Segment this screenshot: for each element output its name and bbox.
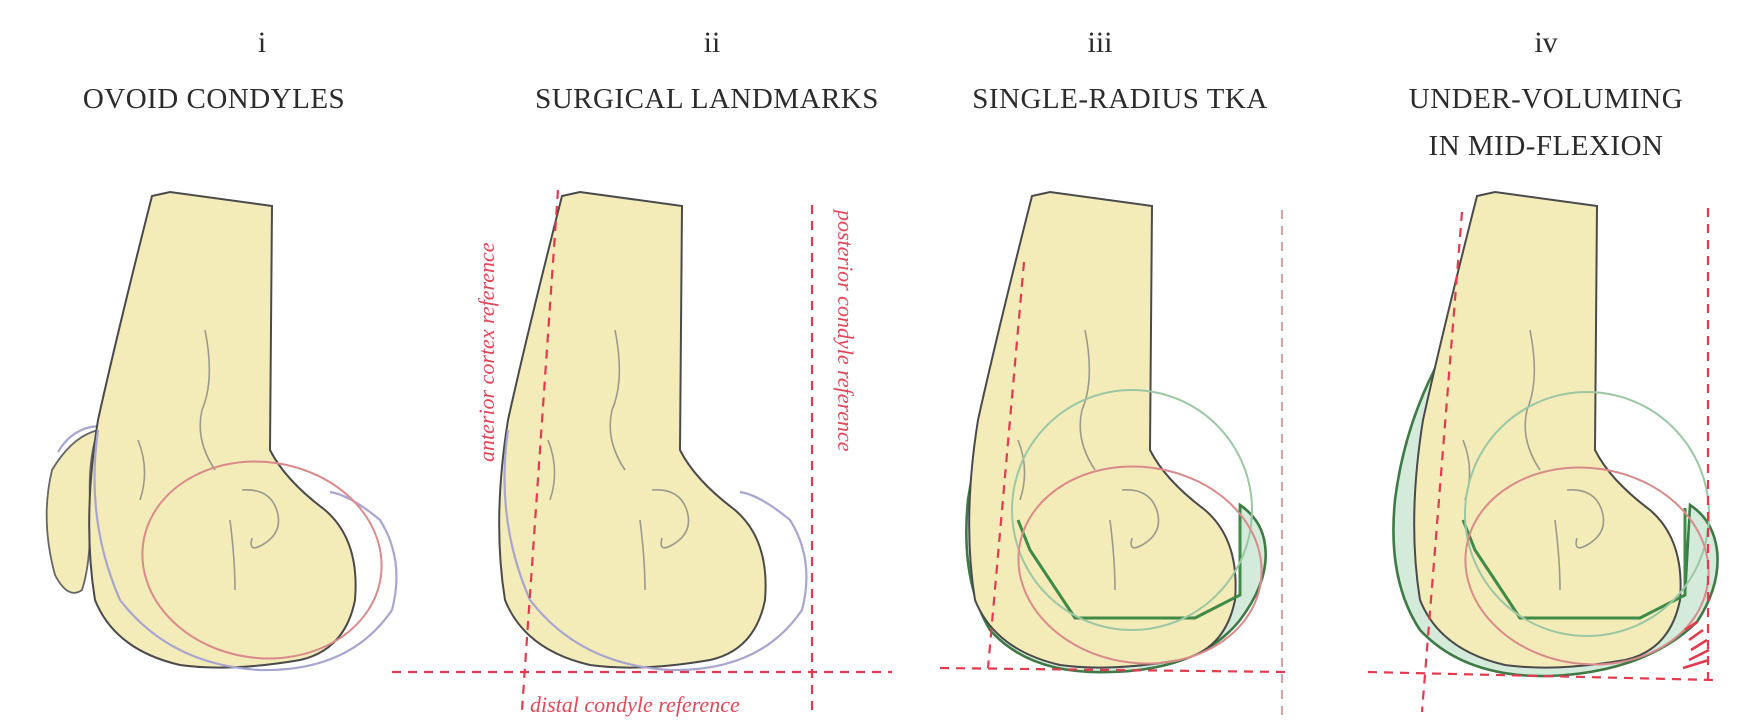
panel-iii-drawing — [966, 192, 1274, 679]
panel-iv-drawing — [1393, 192, 1721, 680]
panel-numeral: i — [258, 26, 266, 59]
posterior-condyle-reference-label: posterior condyle reference — [833, 208, 858, 452]
panel-numeral: iv — [1534, 26, 1557, 59]
panel-header-ii: ii SURGICAL LANDMARKS — [535, 26, 879, 115]
femur-bone — [89, 192, 355, 668]
panel-header-iv: iv UNDER-VOLUMING IN MID-FLEXION — [1409, 26, 1683, 162]
panel-title: OVOID CONDYLES — [83, 83, 345, 115]
panel-ii-drawing — [499, 192, 806, 670]
panel-numeral: ii — [704, 26, 721, 59]
panel-title: UNDER-VOLUMING — [1409, 83, 1683, 115]
panel-header-iii: iii SINGLE-RADIUS TKA — [972, 26, 1268, 115]
panel-title-line-2: IN MID-FLEXION — [1429, 130, 1664, 162]
femur-bone — [1414, 192, 1680, 668]
distal-condyle-reference-label: distal condyle reference — [530, 692, 740, 717]
panel-i-drawing — [47, 192, 397, 674]
panel-numeral: iii — [1087, 26, 1112, 59]
panel-header-i: i OVOID CONDYLES — [83, 26, 345, 115]
femur-bone — [499, 192, 765, 668]
under-voluming-hatch — [1683, 622, 1709, 668]
panel-title: SINGLE-RADIUS TKA — [972, 83, 1268, 115]
panel-title: SURGICAL LANDMARKS — [535, 83, 879, 115]
anterior-cortex-reference-label: anterior cortex reference — [474, 242, 499, 462]
